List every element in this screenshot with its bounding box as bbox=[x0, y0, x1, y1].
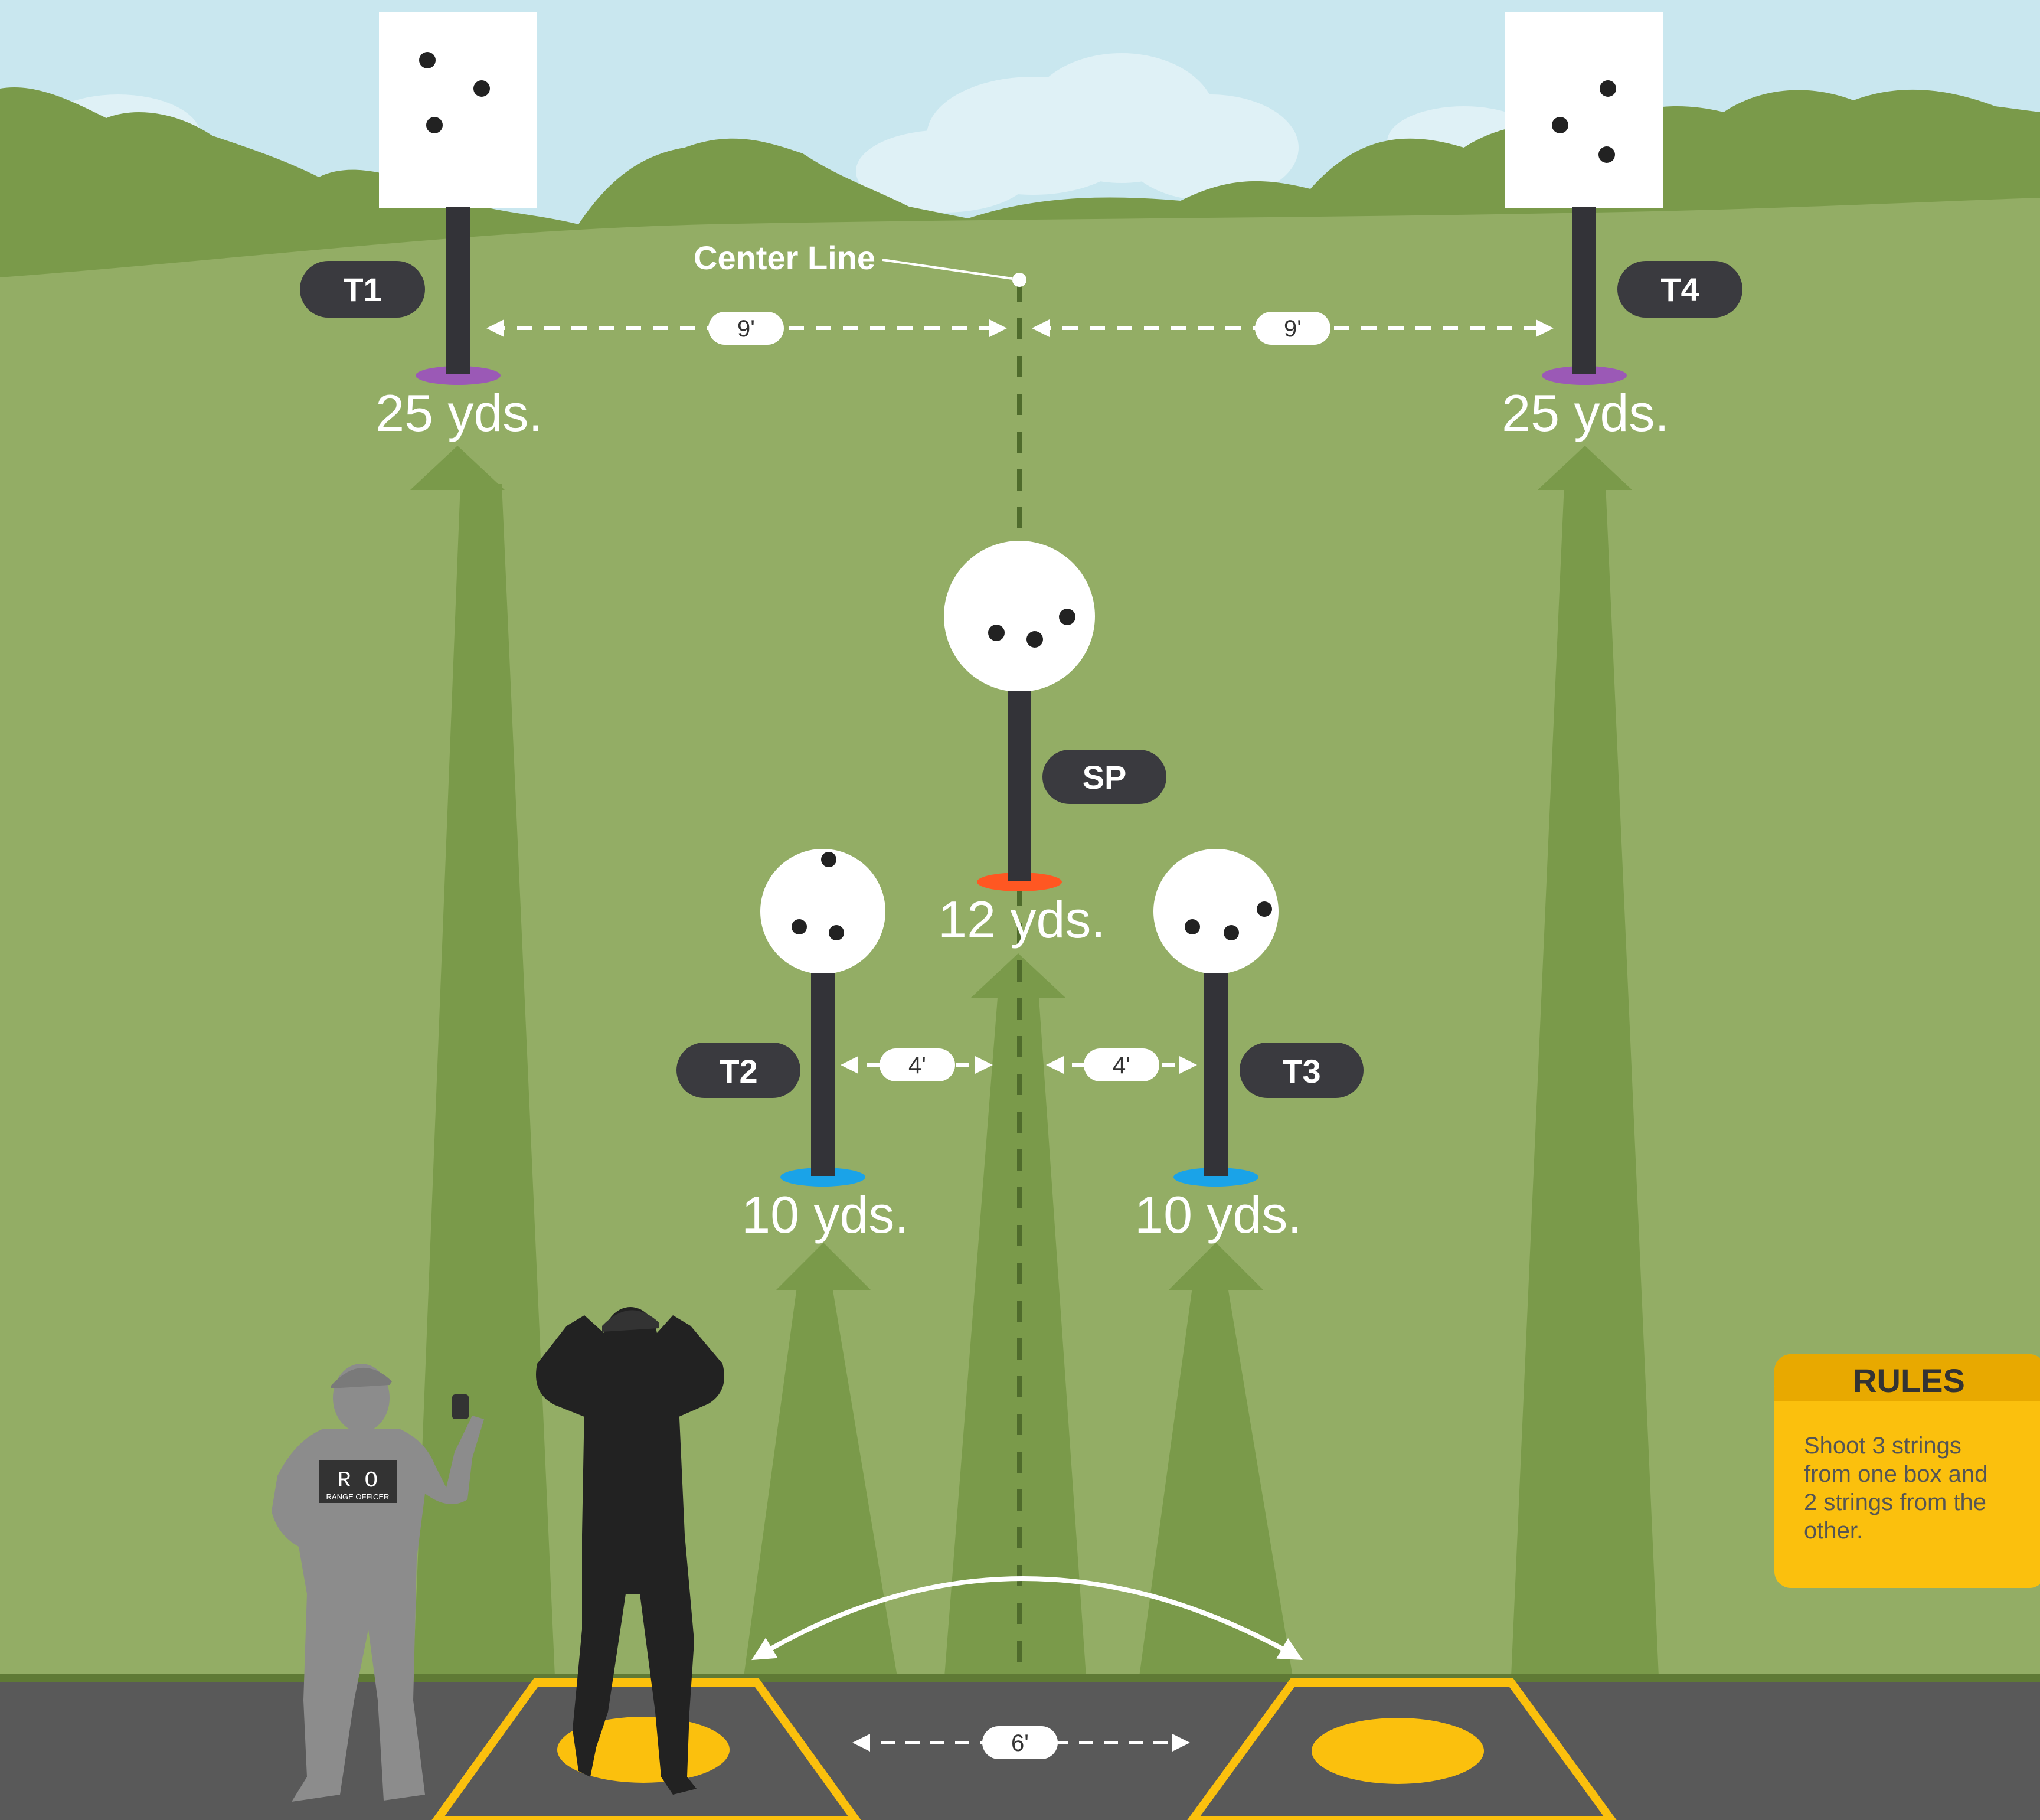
spacing-center-t4-label: 9' bbox=[1284, 316, 1302, 342]
target-sp-post bbox=[1008, 691, 1031, 881]
target-t1-bullet-hole bbox=[426, 117, 443, 133]
target-t3-label-pill bbox=[1240, 1043, 1364, 1098]
target-t4-label: T4 bbox=[1660, 271, 1699, 308]
target-t1-paper bbox=[379, 12, 537, 208]
shooter-arms bbox=[536, 1315, 724, 1417]
spacing-center-t4: 9' bbox=[1032, 312, 1554, 345]
shooting-box-right-spot bbox=[1312, 1718, 1484, 1784]
target-t4-distance: 25 yds. bbox=[1502, 384, 1669, 442]
range-officer-badge-main: R O bbox=[338, 1468, 378, 1494]
target-t3-bullet-hole bbox=[1224, 925, 1239, 940]
target-t2-base bbox=[780, 1168, 865, 1187]
target-t2-bullet-hole bbox=[829, 925, 844, 940]
target-t4-bullet-hole bbox=[1600, 80, 1616, 97]
rules-text: Shoot 3 strings from one box and 2 strin… bbox=[1804, 1433, 1994, 1544]
rules-text-line: Shoot 3 strings bbox=[1804, 1433, 1961, 1459]
shooter bbox=[536, 1307, 724, 1795]
shooting-box-right bbox=[1187, 1678, 1617, 1820]
spacing-boxes: 6' bbox=[852, 1726, 1190, 1759]
target-sp-distance: 12 yds. bbox=[938, 890, 1106, 949]
rules-text-line: other. bbox=[1804, 1518, 1863, 1544]
range-officer-radio bbox=[452, 1394, 469, 1419]
target-t1-post bbox=[446, 207, 470, 374]
target-t4-label-pill bbox=[1617, 261, 1742, 318]
spacing-boxes-label: 6' bbox=[1011, 1730, 1029, 1756]
range-officer-body bbox=[272, 1416, 484, 1802]
shooter-body bbox=[573, 1405, 697, 1795]
target-t4-base bbox=[1542, 366, 1627, 385]
spacing-boxes-pill bbox=[982, 1726, 1058, 1759]
target-t4-bullet-hole bbox=[1552, 117, 1568, 133]
target-t1-base bbox=[416, 366, 501, 385]
target-t3-label: T3 bbox=[1282, 1053, 1320, 1090]
target-t1-bullet-hole bbox=[473, 80, 490, 97]
target-sp-label: SP bbox=[1083, 759, 1127, 796]
spacing-t1-center-label: 9' bbox=[737, 316, 755, 342]
spacing-center-t3: 4' bbox=[1046, 1048, 1197, 1081]
target-t4-paper bbox=[1505, 12, 1663, 208]
target-t2-plate bbox=[760, 849, 885, 974]
spacing-t2-center-pill bbox=[880, 1048, 955, 1081]
shooter-cap bbox=[602, 1310, 659, 1332]
range-officer-badge-sub: RANGE OFFICER bbox=[326, 1492, 390, 1501]
spacing-t2-center-label: 4' bbox=[908, 1053, 926, 1079]
aim-beams bbox=[410, 446, 1659, 1677]
target-t3-bullet-hole bbox=[1257, 901, 1272, 917]
spacing-center-t3-label: 4' bbox=[1113, 1053, 1130, 1079]
target-t3-bullet-hole bbox=[1185, 919, 1200, 934]
rules-text-line: from one box and bbox=[1804, 1461, 1987, 1487]
target-sp-bullet-hole bbox=[988, 625, 1005, 641]
center-line-point bbox=[1012, 273, 1026, 287]
spacing-t1-center-pill bbox=[708, 312, 784, 345]
target-t1: T1 25 yds. bbox=[300, 12, 543, 442]
target-t2: T2 10 yds. bbox=[676, 849, 909, 1244]
center-line-label: Center Line bbox=[694, 239, 875, 276]
target-t2-bullet-hole bbox=[821, 852, 836, 867]
center-line-leader bbox=[882, 259, 1013, 280]
target-sp-label-pill bbox=[1042, 750, 1166, 804]
rules-title: RULES bbox=[1853, 1362, 1965, 1399]
box-transition-arrow bbox=[751, 1576, 1303, 1661]
range-officer: R O RANGE OFFICER bbox=[272, 1364, 484, 1802]
target-t2-post bbox=[811, 973, 835, 1176]
shooting-box-right-outline bbox=[1187, 1678, 1617, 1820]
target-t4-bullet-hole bbox=[1598, 146, 1615, 163]
target-t3-base bbox=[1173, 1168, 1258, 1187]
range-officer-badge bbox=[319, 1460, 397, 1503]
target-t1-label: T1 bbox=[343, 271, 381, 308]
target-t1-distance: 25 yds. bbox=[375, 384, 543, 442]
target-t2-distance: 10 yds. bbox=[741, 1185, 909, 1244]
rules-card-header-seam bbox=[1774, 1387, 2040, 1401]
range-officer-cap bbox=[331, 1367, 392, 1388]
target-t3-plate bbox=[1153, 849, 1279, 974]
target-sp-plate bbox=[944, 541, 1095, 692]
spacing-t1-center: 9' bbox=[486, 312, 1007, 345]
target-sp-bullet-hole bbox=[1059, 609, 1075, 625]
target-t3: T3 10 yds. bbox=[1135, 849, 1364, 1244]
target-t3-distance: 10 yds. bbox=[1135, 1185, 1302, 1244]
spacing-center-t3-pill bbox=[1084, 1048, 1159, 1081]
target-t1-bullet-hole bbox=[419, 52, 436, 68]
target-t1-label-pill bbox=[300, 261, 425, 318]
target-t3-post bbox=[1204, 973, 1228, 1176]
target-t4: T4 25 yds. bbox=[1502, 12, 1742, 442]
target-t2-bullet-hole bbox=[792, 919, 807, 934]
rules-card-body bbox=[1774, 1354, 2040, 1588]
target-sp-bullet-hole bbox=[1026, 631, 1043, 648]
spacing-t2-center: 4' bbox=[841, 1048, 993, 1081]
target-sp-base bbox=[977, 873, 1062, 891]
target-t2-label: T2 bbox=[719, 1053, 757, 1090]
rules-text-line: 2 strings from the bbox=[1804, 1489, 1986, 1515]
target-t4-post bbox=[1572, 207, 1596, 374]
spacing-center-t4-pill bbox=[1255, 312, 1330, 345]
target-t2-label-pill bbox=[676, 1043, 800, 1098]
rules-card: RULES Shoot 3 strings from one box and 2… bbox=[1774, 1354, 2040, 1588]
target-sp: SP 12 yds. bbox=[938, 541, 1166, 949]
ground-edge bbox=[0, 1674, 2040, 1682]
